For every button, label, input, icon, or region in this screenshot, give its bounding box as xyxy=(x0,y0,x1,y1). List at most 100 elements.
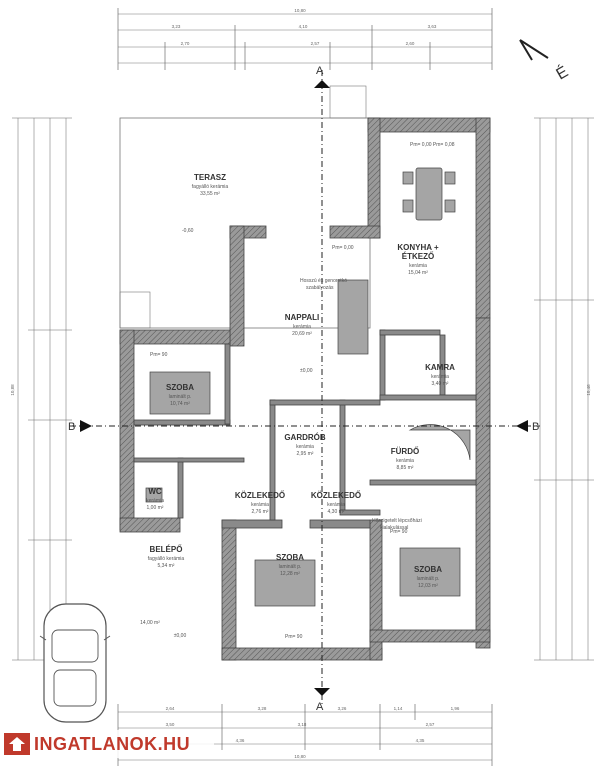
furdo-name: FÜRDŐ xyxy=(391,447,419,456)
szoba-se-floor: laminált p. xyxy=(417,576,440,582)
bath-note-1: Hőszigetelt lépcsőházi xyxy=(372,518,422,524)
parking-level: ±0,00 xyxy=(174,633,187,639)
chair xyxy=(402,199,414,213)
top-dimensions: 10,80 3,23 4,10 3,63 2,70 2,57 2,60 xyxy=(117,8,493,70)
dim-bottom-5: 1,96 xyxy=(451,706,460,711)
kamra-floor: kerámia xyxy=(431,374,449,380)
dim-bottom-total: 10,80 xyxy=(294,754,306,759)
ingatlanok-watermark: INGATLANOK.HU xyxy=(4,730,214,758)
dim-left-total: 10,88 xyxy=(10,384,15,396)
compass-label: É xyxy=(553,62,572,84)
kozlekedo2-area: 4,30 m² xyxy=(328,509,345,515)
belepo-area: 5,34 m² xyxy=(158,563,175,569)
pm-szoba-s: Pm= 90 xyxy=(285,634,303,640)
dim-bottom-10: 4,35 xyxy=(416,738,425,743)
dim-bottom-9: 4,36 xyxy=(236,738,245,743)
parking-area: 14,00 m² xyxy=(140,620,160,626)
right-dimensions xyxy=(534,117,594,661)
kozlekedo1-floor: kerámia xyxy=(251,502,269,508)
kamra-area: 3,40 m² xyxy=(432,381,449,387)
dim-bottom-3: 3,26 xyxy=(338,706,347,711)
kozlekedo1-area: 2,76 m² xyxy=(252,509,269,515)
terasz-name: TERASZ xyxy=(194,173,226,182)
terasz-area: 33,55 m² xyxy=(200,191,220,197)
dining-table xyxy=(415,167,443,221)
belepo-floor: fagyálló kerámia xyxy=(148,556,185,562)
nappali-area: 20,69 m² xyxy=(292,331,312,337)
dim-top-3: 3,63 xyxy=(428,24,437,29)
bed xyxy=(254,559,316,607)
car-icon xyxy=(39,603,111,723)
chair xyxy=(444,199,456,213)
toilet-icon xyxy=(145,487,163,503)
wc-name: WC xyxy=(148,487,162,496)
bottom-dimensions: 2,64 3,28 3,26 1,14 1,96 3,50 3,18 2,57 … xyxy=(117,704,493,766)
dim-top-4: 2,70 xyxy=(181,41,190,46)
gardrob-name: GARDRÓB xyxy=(284,433,326,442)
hood-note-1: Hosszú és genorotkó xyxy=(300,278,347,284)
terrace-outline xyxy=(119,117,371,329)
walls xyxy=(119,117,491,661)
dim-bottom-6: 3,50 xyxy=(166,722,175,727)
section-b-right: B xyxy=(532,421,539,433)
konyha-name: KONYHA + xyxy=(397,243,439,252)
szoba-s-name: SZOBA xyxy=(276,553,304,562)
kozlekedo2-floor: kerámia xyxy=(327,502,345,508)
annotations: Pm= 0,00 Pm= 0,08 Pm= 0,00 Pm= 90 Pm= 90… xyxy=(150,142,455,640)
konyha-floor: kerámia xyxy=(409,263,427,269)
pm-nappali: Pm= 0,00 xyxy=(332,245,354,251)
szoba-nw-floor: laminált p. xyxy=(169,394,192,400)
wc-area: 1,00 m² xyxy=(147,505,164,511)
furniture xyxy=(145,167,471,607)
kozlekedo2-name: KÖZLEKEDŐ xyxy=(311,491,361,500)
bed xyxy=(399,547,461,597)
gardrob-area: 2,95 m² xyxy=(297,451,314,457)
section-a-top: A xyxy=(316,65,324,77)
hood-note-2: szabályozás xyxy=(306,285,334,291)
section-a-bottom: A xyxy=(316,701,324,713)
chair xyxy=(402,171,414,185)
furdo-area: 8,85 m² xyxy=(397,465,414,471)
room-labels: TERASZ fagyálló kerámia 33,55 m² KONYHA … xyxy=(140,173,455,639)
terasz-floor: fagyálló kerámia xyxy=(192,184,229,190)
dim-top-2: 4,10 xyxy=(299,24,308,29)
nappali-floor: kerámia xyxy=(293,324,311,330)
pm-szoba: Pm= 90 xyxy=(150,352,168,358)
house-logo-icon xyxy=(4,733,30,755)
szoba-se-name: SZOBA xyxy=(414,565,442,574)
dim-bottom-2: 3,28 xyxy=(258,706,267,711)
szoba-s-floor: laminált p. xyxy=(279,564,302,570)
dim-bottom-8: 2,57 xyxy=(426,722,435,727)
dim-top-total: 10,80 xyxy=(294,8,306,13)
pm-furdo: Pm= 90 xyxy=(390,529,408,535)
level-terasz: -0,60 xyxy=(182,228,194,234)
szoba-se-area: 12,03 m² xyxy=(418,583,438,589)
furdo-floor: kerámia xyxy=(396,458,414,464)
section-axes: A A B B xyxy=(68,65,540,713)
dim-right-total: 10,46 xyxy=(586,384,591,396)
kamra-name: KAMRA xyxy=(425,363,455,372)
watermark-text: INGATLANOK.HU xyxy=(34,733,191,754)
kozlekedo1-name: KÖZLEKEDŐ xyxy=(235,491,285,500)
dim-top-5: 2,57 xyxy=(311,41,320,46)
szoba-s-area: 12,28 m² xyxy=(280,571,300,577)
bathtub-icon xyxy=(408,424,471,461)
dim-bottom-4: 1,14 xyxy=(394,706,403,711)
chair xyxy=(444,171,456,185)
left-dimensions xyxy=(12,117,72,661)
belepo-name: BELÉPŐ xyxy=(150,545,183,554)
nappali-name: NAPPALI xyxy=(285,313,320,322)
dim-top-1: 3,23 xyxy=(172,24,181,29)
bath-note-2: kialakulással xyxy=(380,525,408,531)
dim-bottom-1: 2,64 xyxy=(166,706,175,711)
konyha-area: 15,04 m² xyxy=(408,270,428,276)
szoba-nw-area: 10,74 m² xyxy=(170,401,190,407)
pm-konyha: Pm= 0,00 Pm= 0,08 xyxy=(410,142,455,148)
side-steps xyxy=(119,291,151,329)
szoba-nw-name: SZOBA xyxy=(166,383,194,392)
bed xyxy=(149,371,211,415)
dim-top-6: 2,60 xyxy=(406,41,415,46)
level-nappali: ±0,00 xyxy=(300,368,313,374)
dim-bottom-7: 3,18 xyxy=(298,722,307,727)
